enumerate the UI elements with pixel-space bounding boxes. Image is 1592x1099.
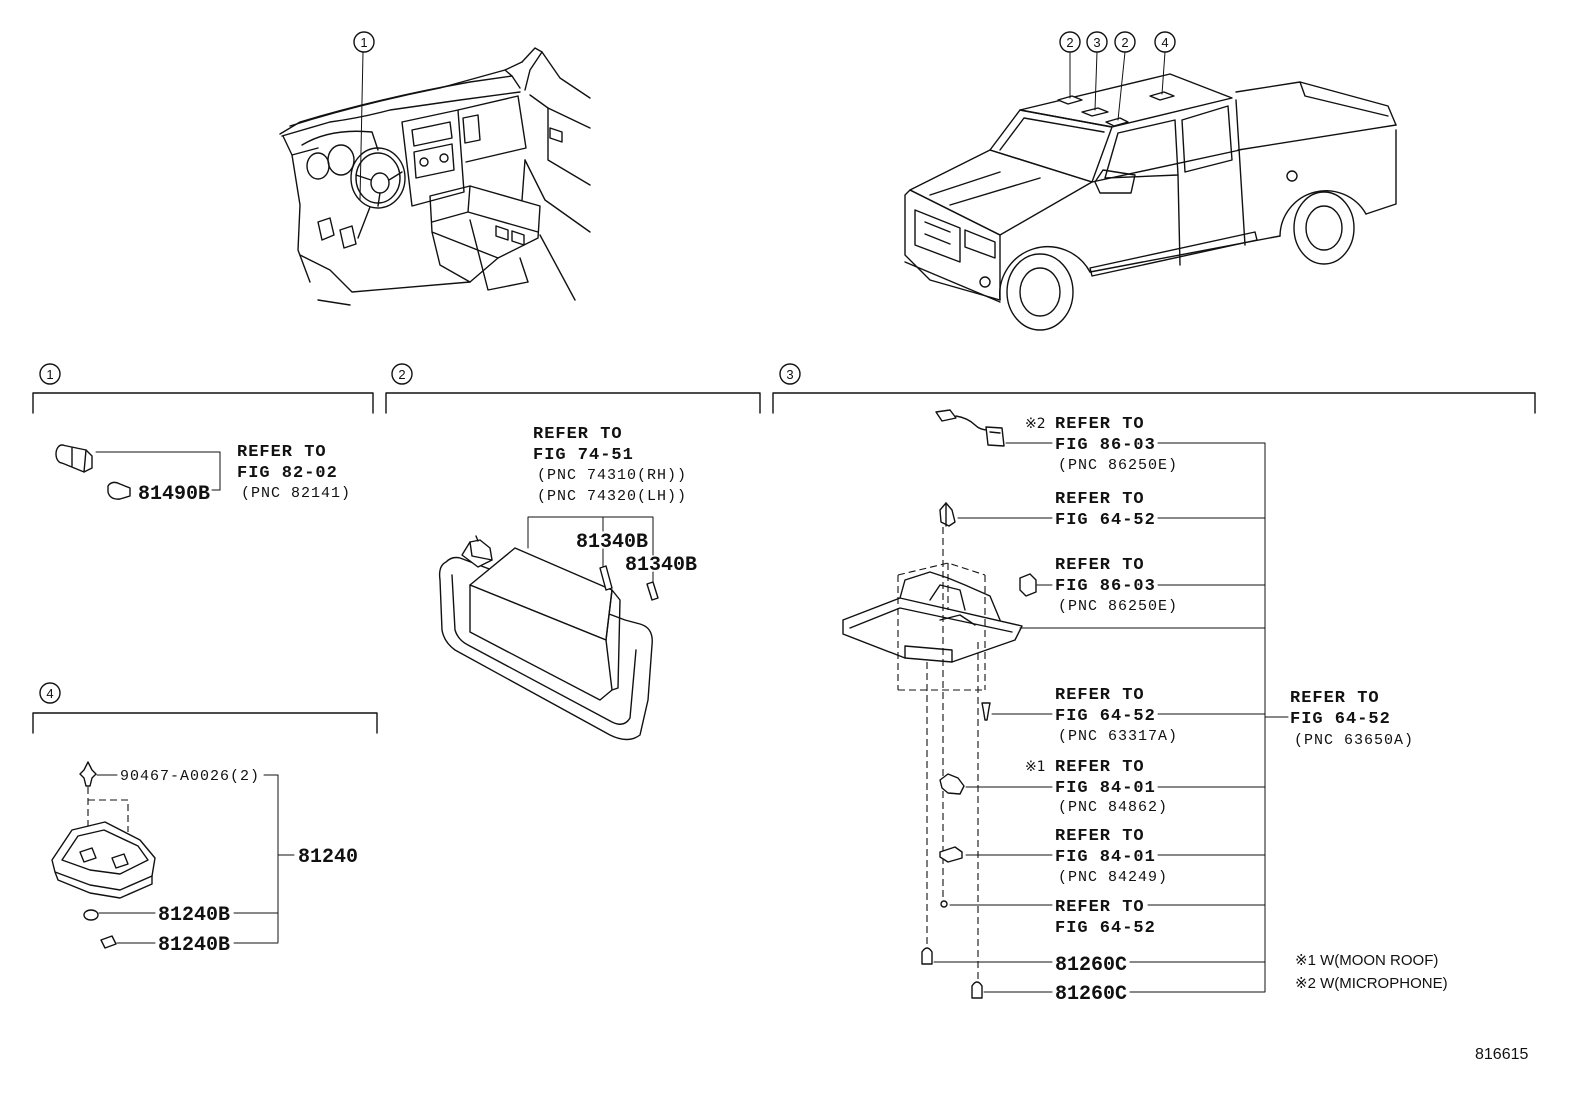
lamp-socket [55,444,93,473]
console-screw [981,702,991,721]
clip-part-number: 90467-A0026(2) [120,768,260,785]
footnote-moon-roof: ※1 W(MOON ROOF) [1295,952,1438,969]
section-3-leader-lines [933,442,1289,993]
pickup-truck-illustration [904,73,1397,331]
microphone-clip [1019,573,1037,597]
section-3-number: 3 [786,367,793,382]
assembly-refer: REFER TO [1290,689,1380,708]
section-2-refer: REFER TO [533,425,623,444]
section-2-pnc-lh: (PNC 74320(LH)) [537,488,687,505]
section-2-leader-lines [527,516,654,583]
roof-lamps [1057,91,1175,127]
ref-6-pnc: (PNC 84249) [1058,869,1168,886]
truck-callouts: 2 3 2 4 [1059,31,1176,121]
illustration-id: 816615 [1475,1046,1528,1063]
dashboard-interior-illustration [279,47,591,306]
bulb-part-number-b: 81240B [158,934,230,957]
ref-4-refer: REFER TO [1055,686,1145,705]
section-4-bracket [32,712,378,734]
bulb-81490b [107,481,131,500]
section-2-number: 2 [398,367,405,382]
part-number-81260c-b: 81260C [1055,983,1127,1006]
ref-3-refer: REFER TO [1055,556,1145,575]
visor-mount-clip [461,535,493,568]
microphone-note-mark: ※2 [1025,416,1046,432]
ref-3-fig: FIG 86-03 [1055,577,1156,596]
truck-callout-number: 2 [1066,35,1073,50]
ref-1-pnc: (PNC 86250E) [1058,457,1178,474]
bulb-81260c-a [921,947,933,965]
console-clip [939,502,956,527]
section-1-refer: REFER TO [237,443,327,462]
section-1: 1 REFER TO FIG 82-02 (PNC 82141) 81490B [32,363,374,506]
moon-roof-note-mark: ※1 [1025,759,1046,775]
ref-7-refer: REFER TO [1055,898,1145,917]
section-2: 2 REFER TO FIG 74-51 (PNC 74310(RH)) (PN… [385,363,761,741]
section-4: 4 90467-A0026(2) 81240 81240B 81240B [32,682,378,957]
section-2-part-lower: 81340B [625,554,697,577]
ref-3-pnc: (PNC 86250E) [1058,598,1178,615]
microphone-harness [935,409,1005,447]
section-3-bracket [772,392,1536,414]
vanity-bulb-upper [599,565,613,591]
section-1-number: 1 [46,367,53,382]
bulb-81260c-b [971,981,983,999]
assembly-fig: FIG 64-52 [1290,710,1391,729]
section-2-bracket [385,392,761,414]
clip-bolt [79,761,97,787]
dashboard-callout-1: 1 [353,31,375,201]
section-2-pnc-rh: (PNC 74310(RH)) [537,467,687,484]
ref-1-fig: FIG 86-03 [1055,436,1156,455]
section-1-part-number: 81490B [138,483,210,506]
section-2-part-upper: 81340B [576,531,648,554]
assembly-guide-box [897,562,986,691]
bulb-81240b-b [100,935,117,949]
bulb-part-number-a: 81240B [158,904,230,927]
vanity-bulb-lower [646,581,659,601]
sun-visor [438,547,653,741]
assembly-pnc: (PNC 63650A) [1294,732,1414,749]
truck-callout-number: 4 [1161,35,1168,50]
cargo-lamp-housing [51,821,156,899]
ref-6-refer: REFER TO [1055,827,1145,846]
section-4-number: 4 [46,686,53,701]
ref-5-pnc: (PNC 84862) [1058,799,1168,816]
section-3: 3 ※2 REF [772,363,1536,1006]
truck-callout-number: 3 [1093,35,1100,50]
section-1-pnc: (PNC 82141) [241,485,351,502]
ref-6-fig: FIG 84-01 [1055,848,1156,867]
section-2-fig: FIG 74-51 [533,446,634,465]
assembly-part-number: 81240 [298,846,358,869]
switch-plate [939,846,963,863]
ref-2-fig: FIG 64-52 [1055,511,1156,530]
section-1-bracket [32,392,374,414]
moon-roof-switch [939,773,965,795]
section-1-fig: FIG 82-02 [237,464,338,483]
ref-7-fig: FIG 64-52 [1055,919,1156,938]
section-4-leader-lines [96,774,295,944]
small-screw [940,900,948,908]
ref-5-refer: REFER TO [1055,758,1145,777]
dashboard-callout-number: 1 [360,35,367,50]
truck-callout-number: 2 [1121,35,1128,50]
part-number-81260c-a: 81260C [1055,954,1127,977]
ref-4-fig: FIG 64-52 [1055,707,1156,726]
ref-2-refer: REFER TO [1055,490,1145,509]
footnote-microphone: ※2 W(MICROPHONE) [1295,975,1448,992]
ref-5-fig: FIG 84-01 [1055,779,1156,798]
section-1-leader-lines [95,451,221,491]
overhead-console-base [842,571,1023,663]
bulb-81240b-a [83,909,99,921]
ref-1-refer: REFER TO [1055,415,1145,434]
ref-4-pnc: (PNC 63317A) [1058,728,1178,745]
assembly-guide-lines [926,527,979,982]
